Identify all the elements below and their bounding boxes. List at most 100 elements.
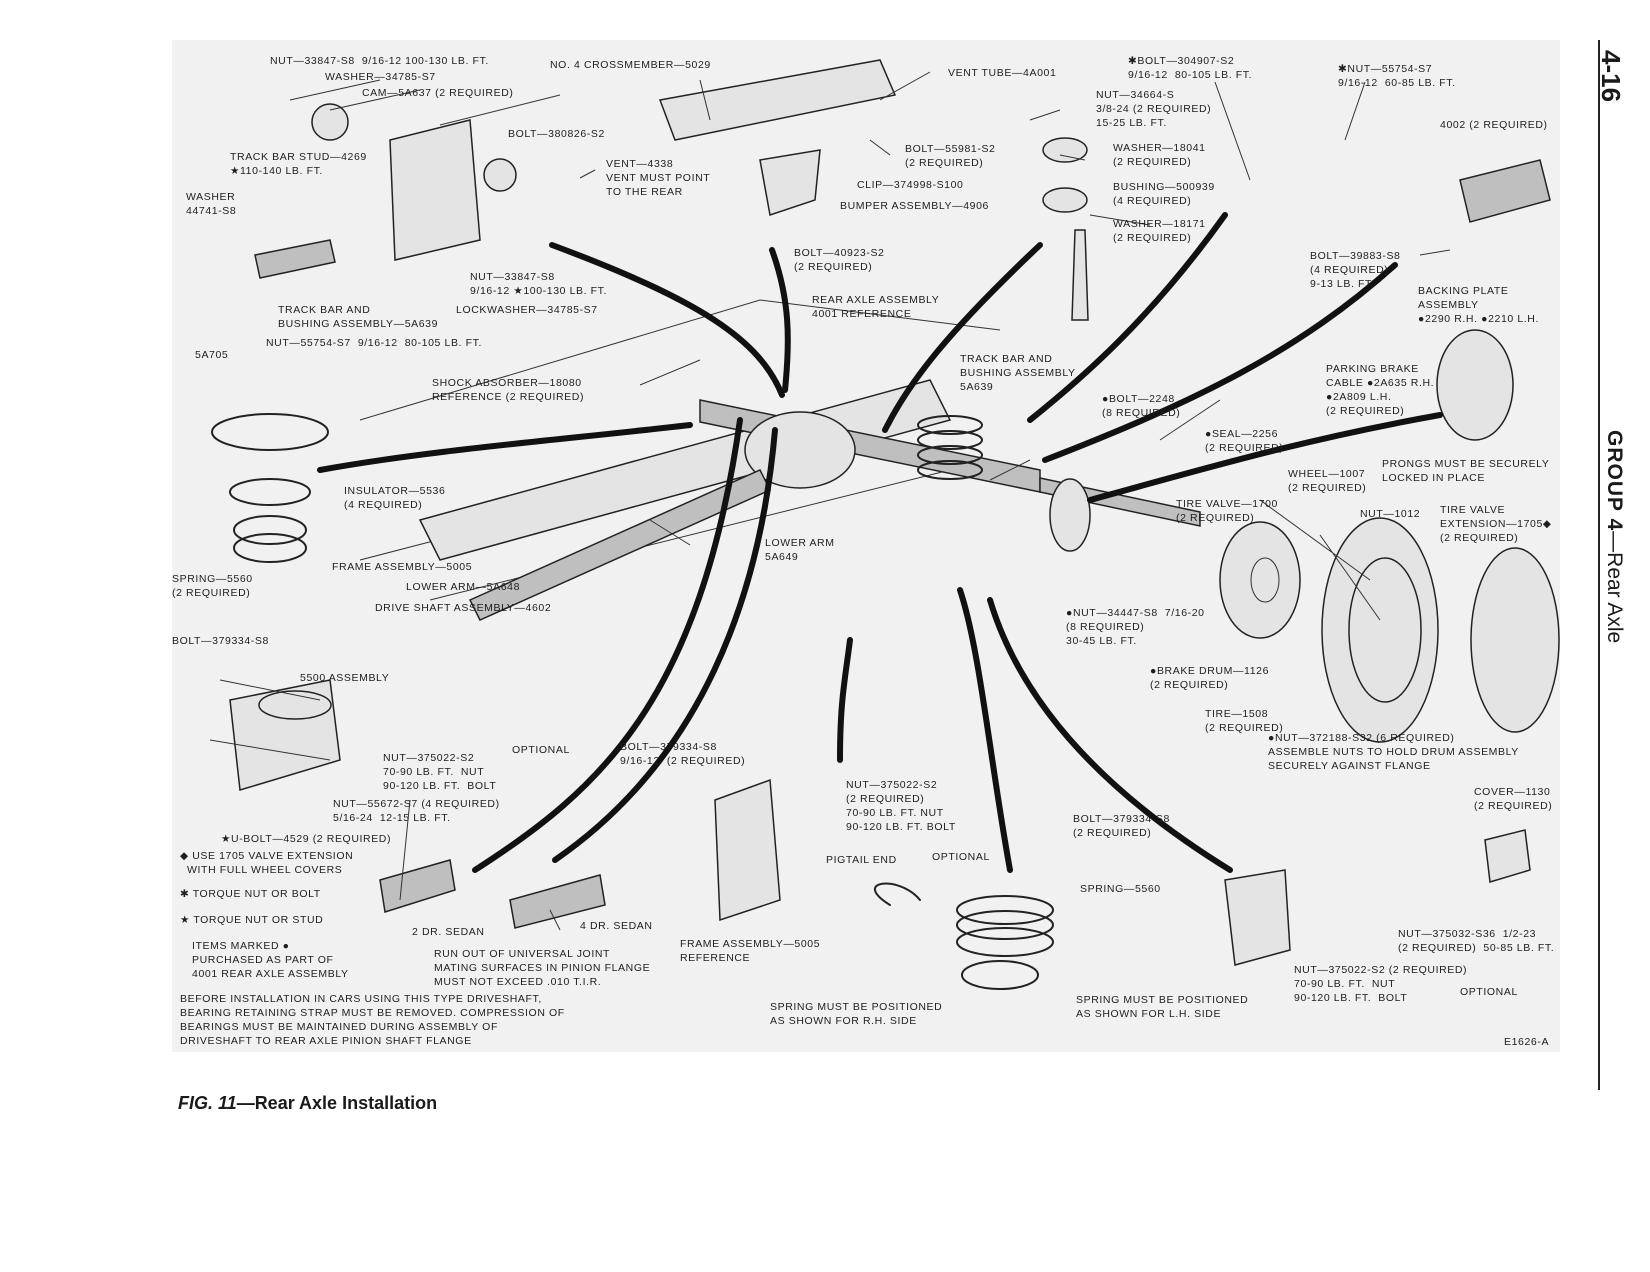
figure-title: —Rear Axle Installation [236, 1093, 438, 1113]
label-nut-375022-left: NUT—375022-S2 70-90 LB. FT. NUT 90-120 L… [383, 752, 497, 792]
label-2dr-sedan: 2 DR. SEDAN [412, 926, 485, 938]
track-bar-bracket [389, 119, 481, 261]
label-bumper-4906: BUMPER ASSEMBLY—4906 [840, 200, 989, 212]
drawing-code: E1626-A [1504, 1036, 1550, 1048]
label-bushing-500939: BUSHING—500939 (4 REQUIRED) [1113, 181, 1215, 207]
label-cam-5a637: CAM—5A637 (2 REQUIRED) [362, 87, 514, 99]
label-bolt-40923: BOLT—40923-S2 (2 REQUIRED) [794, 247, 885, 273]
pointer-arrows [317, 212, 1443, 873]
label-part-5a705: 5A705 [195, 349, 229, 361]
pigtail-end-detail [874, 882, 921, 906]
label-vent-tube: VENT TUBE—4A001 [948, 67, 1057, 79]
label-nut-55754-top: ✱NUT—55754-S7 9/16-12 60-85 LB. FT. [1338, 63, 1456, 89]
label-nut-375032: NUT—375032-S36 1/2-23 (2 REQUIRED) 50-85… [1398, 928, 1555, 954]
label-runout: RUN OUT OF UNIVERSAL JOINT MATING SURFAC… [434, 948, 651, 988]
note-before-installation: BEFORE INSTALLATION IN CARS USING THIS T… [180, 993, 565, 1047]
wheel [1348, 557, 1422, 703]
label-track-bar-bushing-mid: TRACK BAR AND BUSHING ASSEMBLY 5A639 [960, 353, 1076, 393]
label-lockwasher: LOCKWASHER—34785-S7 [456, 304, 598, 316]
label-nut-372188: ●NUT—372188-S32 (6 REQUIRED) ASSEMBLE NU… [1268, 732, 1519, 772]
backing-plate [1049, 478, 1091, 552]
label-optional-right: OPTIONAL [1460, 986, 1518, 998]
label-insulator: INSULATOR—5536 (4 REQUIRED) [344, 485, 446, 511]
label-backing-plate: BACKING PLATE ASSEMBLY ●2290 R.H. ●2210 … [1418, 285, 1540, 325]
label-frame-5005-ref: FRAME ASSEMBLY—5005 REFERENCE [680, 938, 821, 964]
track-bar [254, 239, 336, 279]
label-tire-valve: TIRE VALVE—1700 (2 REQUIRED) [1176, 498, 1278, 524]
brake-drum [1219, 521, 1301, 639]
label-spring-5560-right: SPRING—5560 [1080, 883, 1161, 895]
label-pigtail: PIGTAIL END [826, 854, 897, 866]
label-wheel-1007: WHEEL—1007 (2 REQUIRED) [1288, 468, 1367, 494]
label-assembly-5500: 5500 ASSEMBLY [300, 672, 390, 684]
label-bolt-379334-mid: BOLT—379334-S8 9/16-12 (2 REQUIRED) [620, 741, 746, 767]
label-drive-shaft: DRIVE SHAFT ASSEMBLY—4602 [375, 602, 552, 614]
label-washer-18171: WASHER—18171 (2 REQUIRED) [1113, 218, 1206, 244]
label-track-bar-bushing-left: TRACK BAR AND BUSHING ASSEMBLY—5A639 [278, 304, 439, 330]
legend-torque-bolt: ✱ TORQUE NUT OR BOLT [180, 888, 321, 900]
crossmember [658, 59, 897, 141]
label-parking-brake: PARKING BRAKE CABLE ●2A635 R.H. ●2A809 L… [1326, 363, 1435, 417]
figure-caption: FIG. 11—Rear Axle Installation [178, 1093, 437, 1114]
shock-bushing-lower [1042, 187, 1088, 213]
label-nut-55672: NUT—55672-S7 (4 REQUIRED) 5/16-24 12-15 … [333, 798, 500, 824]
label-seal-2256: ●SEAL—2256 (2 REQUIRED) [1205, 428, 1284, 454]
label-lower-arm-5a648: LOWER ARM—5A648 [406, 581, 521, 593]
label-optional-left: OPTIONAL [512, 744, 570, 756]
cover-1130 [1484, 829, 1531, 883]
label-ubolt: ★U-BOLT—4529 (2 REQUIRED) [221, 833, 392, 845]
legend-1705: ◆ USE 1705 VALVE EXTENSION WITH FULL WHE… [180, 850, 354, 876]
label-nut-375022-right: NUT—375022-S2 (2 REQUIRED) 70-90 LB. FT.… [1294, 964, 1468, 1004]
label-spring-lh: SPRING MUST BE POSITIONED AS SHOWN FOR L… [1076, 994, 1249, 1020]
label-nut-33847-mid: NUT—33847-S8 9/16-12 ★100-130 LB. FT. [470, 271, 608, 297]
label-bolt-379334-left: BOLT—379334-S8 [172, 635, 269, 647]
label-rear-axle-4001: REAR AXLE ASSEMBLY 4001 REFERENCE [812, 294, 940, 320]
label-bolt-2248: ●BOLT—2248 (8 REQUIRED) [1102, 393, 1181, 419]
label-part-4002: 4002 (2 REQUIRED) [1440, 119, 1548, 131]
shock-bushing [1042, 137, 1088, 163]
label-nut-375022-mid: NUT—375022-S2 (2 REQUIRED) 70-90 LB. FT.… [846, 779, 956, 833]
label-washer-44741: WASHER 44741-S8 [186, 191, 237, 217]
u-joint-4dr [509, 874, 606, 929]
label-nut-34664: NUT—34664-S 3/8-24 (2 REQUIRED) 15-25 LB… [1096, 89, 1212, 129]
brake-drum-hub [1250, 557, 1280, 603]
group-number: GROUP 4 [1603, 430, 1626, 532]
label-clip-374998: CLIP—374998-S100 [857, 179, 964, 191]
cam [311, 103, 349, 141]
label-frame-5005: FRAME ASSEMBLY—5005 [332, 561, 473, 573]
label-tire-1508: TIRE—1508 (2 REQUIRED) [1205, 708, 1284, 734]
label-spring-5560-left: SPRING—5560 (2 REQUIRED) [172, 573, 253, 599]
label-brake-drum: ●BRAKE DRUM—1126 (2 REQUIRED) [1150, 665, 1270, 691]
bumper-assembly [759, 149, 821, 216]
wheel-cover [1470, 547, 1560, 733]
label-bolt-55981: BOLT—55981-S2 (2 REQUIRED) [905, 143, 996, 169]
washer-large [483, 158, 517, 192]
leader-lines [209, 71, 1451, 931]
label-nut-34447: ●NUT—34447-S8 7/16-20 (8 REQUIRED) 30-45… [1066, 607, 1205, 647]
frame-bracket-right [1224, 869, 1291, 966]
u-joint-2dr [379, 859, 456, 913]
label-optional-mid: OPTIONAL [932, 851, 990, 863]
group-title: GROUP 4—Rear Axle [1602, 430, 1626, 643]
label-bolt-39883: BOLT—39883-S8 (4 REQUIRED) 9-13 LB. FT. [1310, 250, 1401, 290]
spring-left [211, 413, 329, 563]
label-nut-33847-top: NUT—33847-S8 9/16-12 100-130 LB. FT. [270, 55, 489, 67]
legend-items-marked: ITEMS MARKED ● PURCHASED AS PART OF 4001… [192, 940, 349, 980]
label-washer-18041: WASHER—18041 (2 REQUIRED) [1113, 142, 1206, 168]
label-cover-1130: COVER—1130 (2 REQUIRED) [1474, 786, 1553, 812]
label-shock-absorber: SHOCK ABSORBER—18080 REFERENCE (2 REQUIR… [432, 377, 585, 403]
spring-right [956, 895, 1054, 990]
label-bolt-380826: BOLT—380826-S2 [508, 128, 605, 140]
label-crossmember: NO. 4 CROSSMEMBER—5029 [550, 59, 711, 71]
page-number: 4-16 [1596, 50, 1626, 103]
group-subject: —Rear Axle [1603, 531, 1626, 644]
label-washer-34785: WASHER—34785-S7 [325, 71, 436, 83]
label-track-bar-stud: TRACK BAR STUD—4269 ★110-140 LB. FT. [230, 151, 367, 177]
label-bolt-379334-right: BOLT—379334-S8 (2 REQUIRED) [1073, 813, 1170, 839]
label-lower-arm-5a649: LOWER ARM 5A649 [765, 537, 835, 563]
coil-spring-installed [917, 415, 983, 480]
lower-arm-bushing [258, 690, 332, 720]
label-vent-4338: VENT—4338 VENT MUST POINT TO THE REAR [606, 158, 711, 198]
side-rule [1598, 40, 1600, 1090]
